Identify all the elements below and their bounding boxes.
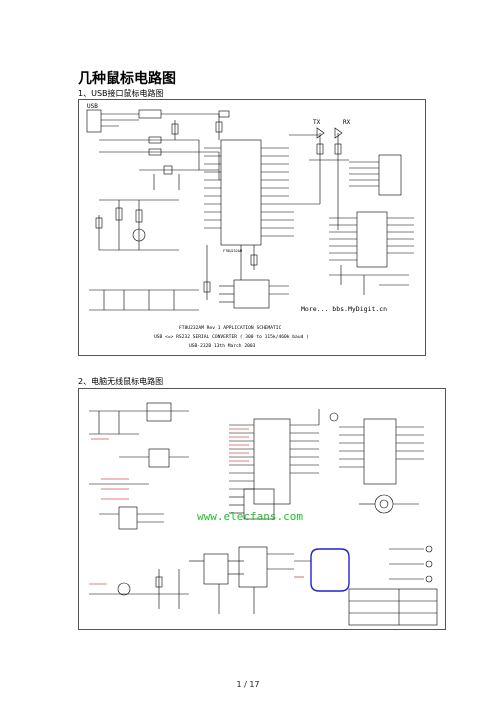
schematic-caption-3: USB-232B 13th March 2003 bbox=[189, 343, 256, 349]
page-indicator: 1 / 17 bbox=[236, 680, 260, 689]
schematic-caption-1: FT8U232AM Rev 1 APPLICATION SCHEMATIC bbox=[179, 325, 282, 331]
schematic-watermark-elecfans: www.elecfans.com bbox=[197, 510, 303, 523]
section-heading-usb: 1、USB接口鼠标电路图 bbox=[78, 89, 164, 98]
schematic-caption-2: USB <=> RS232 SERIAL CONVERTER ( 300 to … bbox=[154, 334, 309, 340]
tx-label: TX bbox=[313, 119, 321, 126]
rx-label: RX bbox=[343, 119, 351, 126]
section-heading-wireless: 2、电脑无线鼠标电路图 bbox=[78, 377, 164, 386]
usb-mouse-schematic: USB TX RX FT8U232AM More... bbs.MyDigit.… bbox=[78, 99, 426, 356]
usb-label: USB bbox=[87, 103, 98, 110]
page-title: 几种鼠标电路图 bbox=[78, 71, 176, 87]
chip-label: FT8U232AM bbox=[223, 249, 242, 253]
schematic-watermark: More... bbs.MyDigit.cn bbox=[301, 305, 387, 313]
wireless-mouse-schematic: www.elecfans.com bbox=[78, 388, 446, 630]
